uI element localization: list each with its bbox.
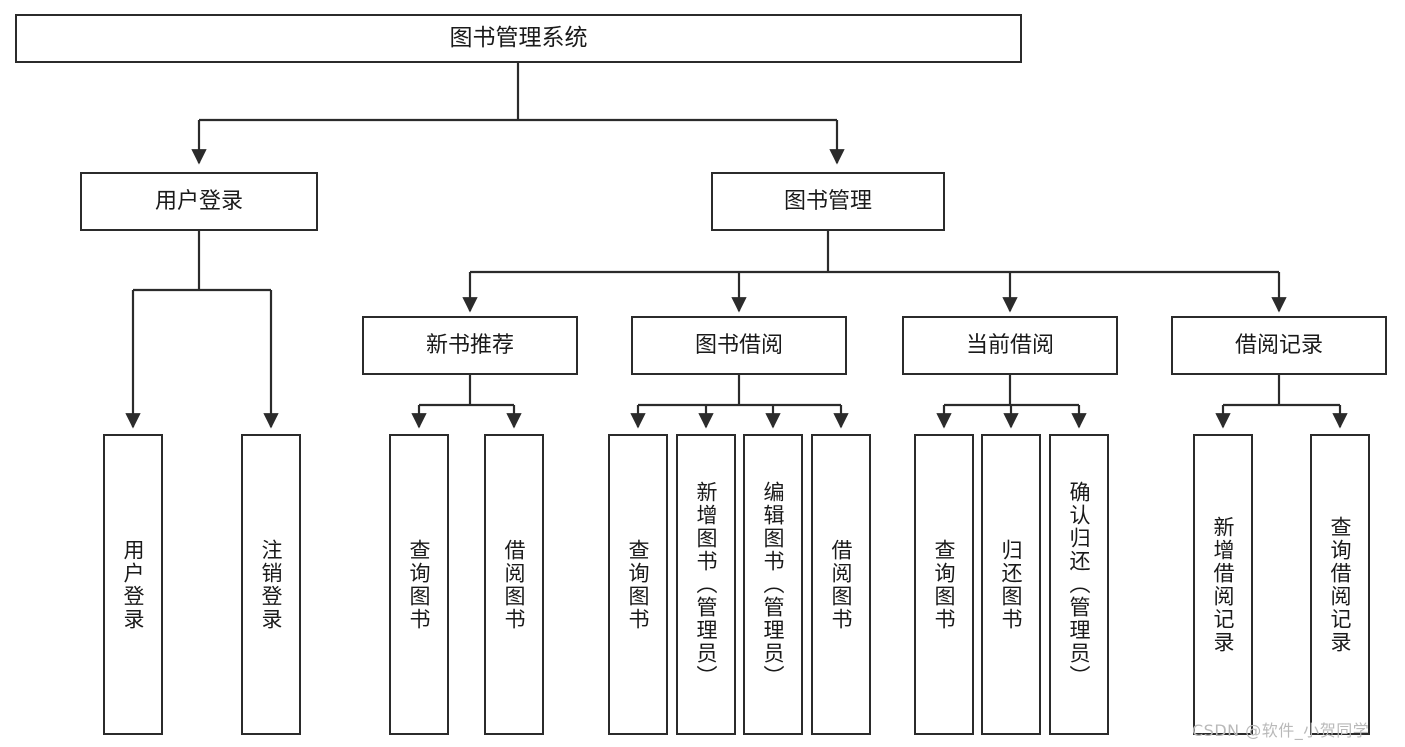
node-label: 编辑图书（管理员） <box>761 481 786 688</box>
leaf-current-confirm-return-admin[interactable]: 确认归还（管理员） <box>1049 434 1109 735</box>
node-label: 查询图书 <box>407 538 432 631</box>
leaf-record-query-record[interactable]: 查询借阅记录 <box>1310 434 1370 735</box>
node-borrow-record[interactable]: 借阅记录 <box>1171 316 1387 375</box>
leaf-borrow-borrow-book[interactable]: 借阅图书 <box>811 434 871 735</box>
node-label: 查询图书 <box>626 538 651 631</box>
node-label: 当前借阅 <box>965 332 1054 358</box>
leaf-borrow-add-book-admin[interactable]: 新增图书（管理员） <box>676 434 736 735</box>
leaf-recommend-query-book[interactable]: 查询图书 <box>389 434 449 735</box>
node-root-system[interactable]: 图书管理系统 <box>15 14 1022 63</box>
leaf-record-add-record[interactable]: 新增借阅记录 <box>1193 434 1253 735</box>
node-label: 借阅图书 <box>502 538 527 631</box>
node-label: 新增图书（管理员） <box>694 481 719 688</box>
csdn-watermark: CSDN @软件_小贺同学 <box>1192 721 1370 740</box>
node-book-borrow[interactable]: 图书借阅 <box>631 316 847 375</box>
leaf-user-login-login[interactable]: 用户登录 <box>103 434 163 735</box>
node-label: 新增借阅记录 <box>1211 515 1236 654</box>
leaf-borrow-query-book[interactable]: 查询图书 <box>608 434 668 735</box>
node-book-management[interactable]: 图书管理 <box>711 172 945 231</box>
node-label: 借阅图书 <box>829 538 854 631</box>
node-label: 确认归还（管理员） <box>1067 481 1092 688</box>
node-label: 借阅记录 <box>1234 332 1323 358</box>
node-user-login[interactable]: 用户登录 <box>80 172 318 231</box>
node-label: 新书推荐 <box>425 332 514 358</box>
node-new-book-recommend[interactable]: 新书推荐 <box>362 316 578 375</box>
node-label: 查询图书 <box>932 538 957 631</box>
node-current-borrow[interactable]: 当前借阅 <box>902 316 1118 375</box>
leaf-current-return-book[interactable]: 归还图书 <box>981 434 1041 735</box>
node-label: 用户登录 <box>121 538 146 631</box>
node-label: 归还图书 <box>999 538 1024 631</box>
node-label: 图书借阅 <box>694 332 783 358</box>
leaf-current-query-book[interactable]: 查询图书 <box>914 434 974 735</box>
node-label: 图书管理 <box>783 188 872 214</box>
leaf-borrow-edit-book-admin[interactable]: 编辑图书（管理员） <box>743 434 803 735</box>
node-label: 查询借阅记录 <box>1328 515 1353 654</box>
leaf-user-login-logout[interactable]: 注销登录 <box>241 434 301 735</box>
node-label: 用户登录 <box>154 188 243 214</box>
node-label: 图书管理系统 <box>449 25 588 52</box>
node-label: 注销登录 <box>259 538 284 631</box>
leaf-recommend-borrow-book[interactable]: 借阅图书 <box>484 434 544 735</box>
